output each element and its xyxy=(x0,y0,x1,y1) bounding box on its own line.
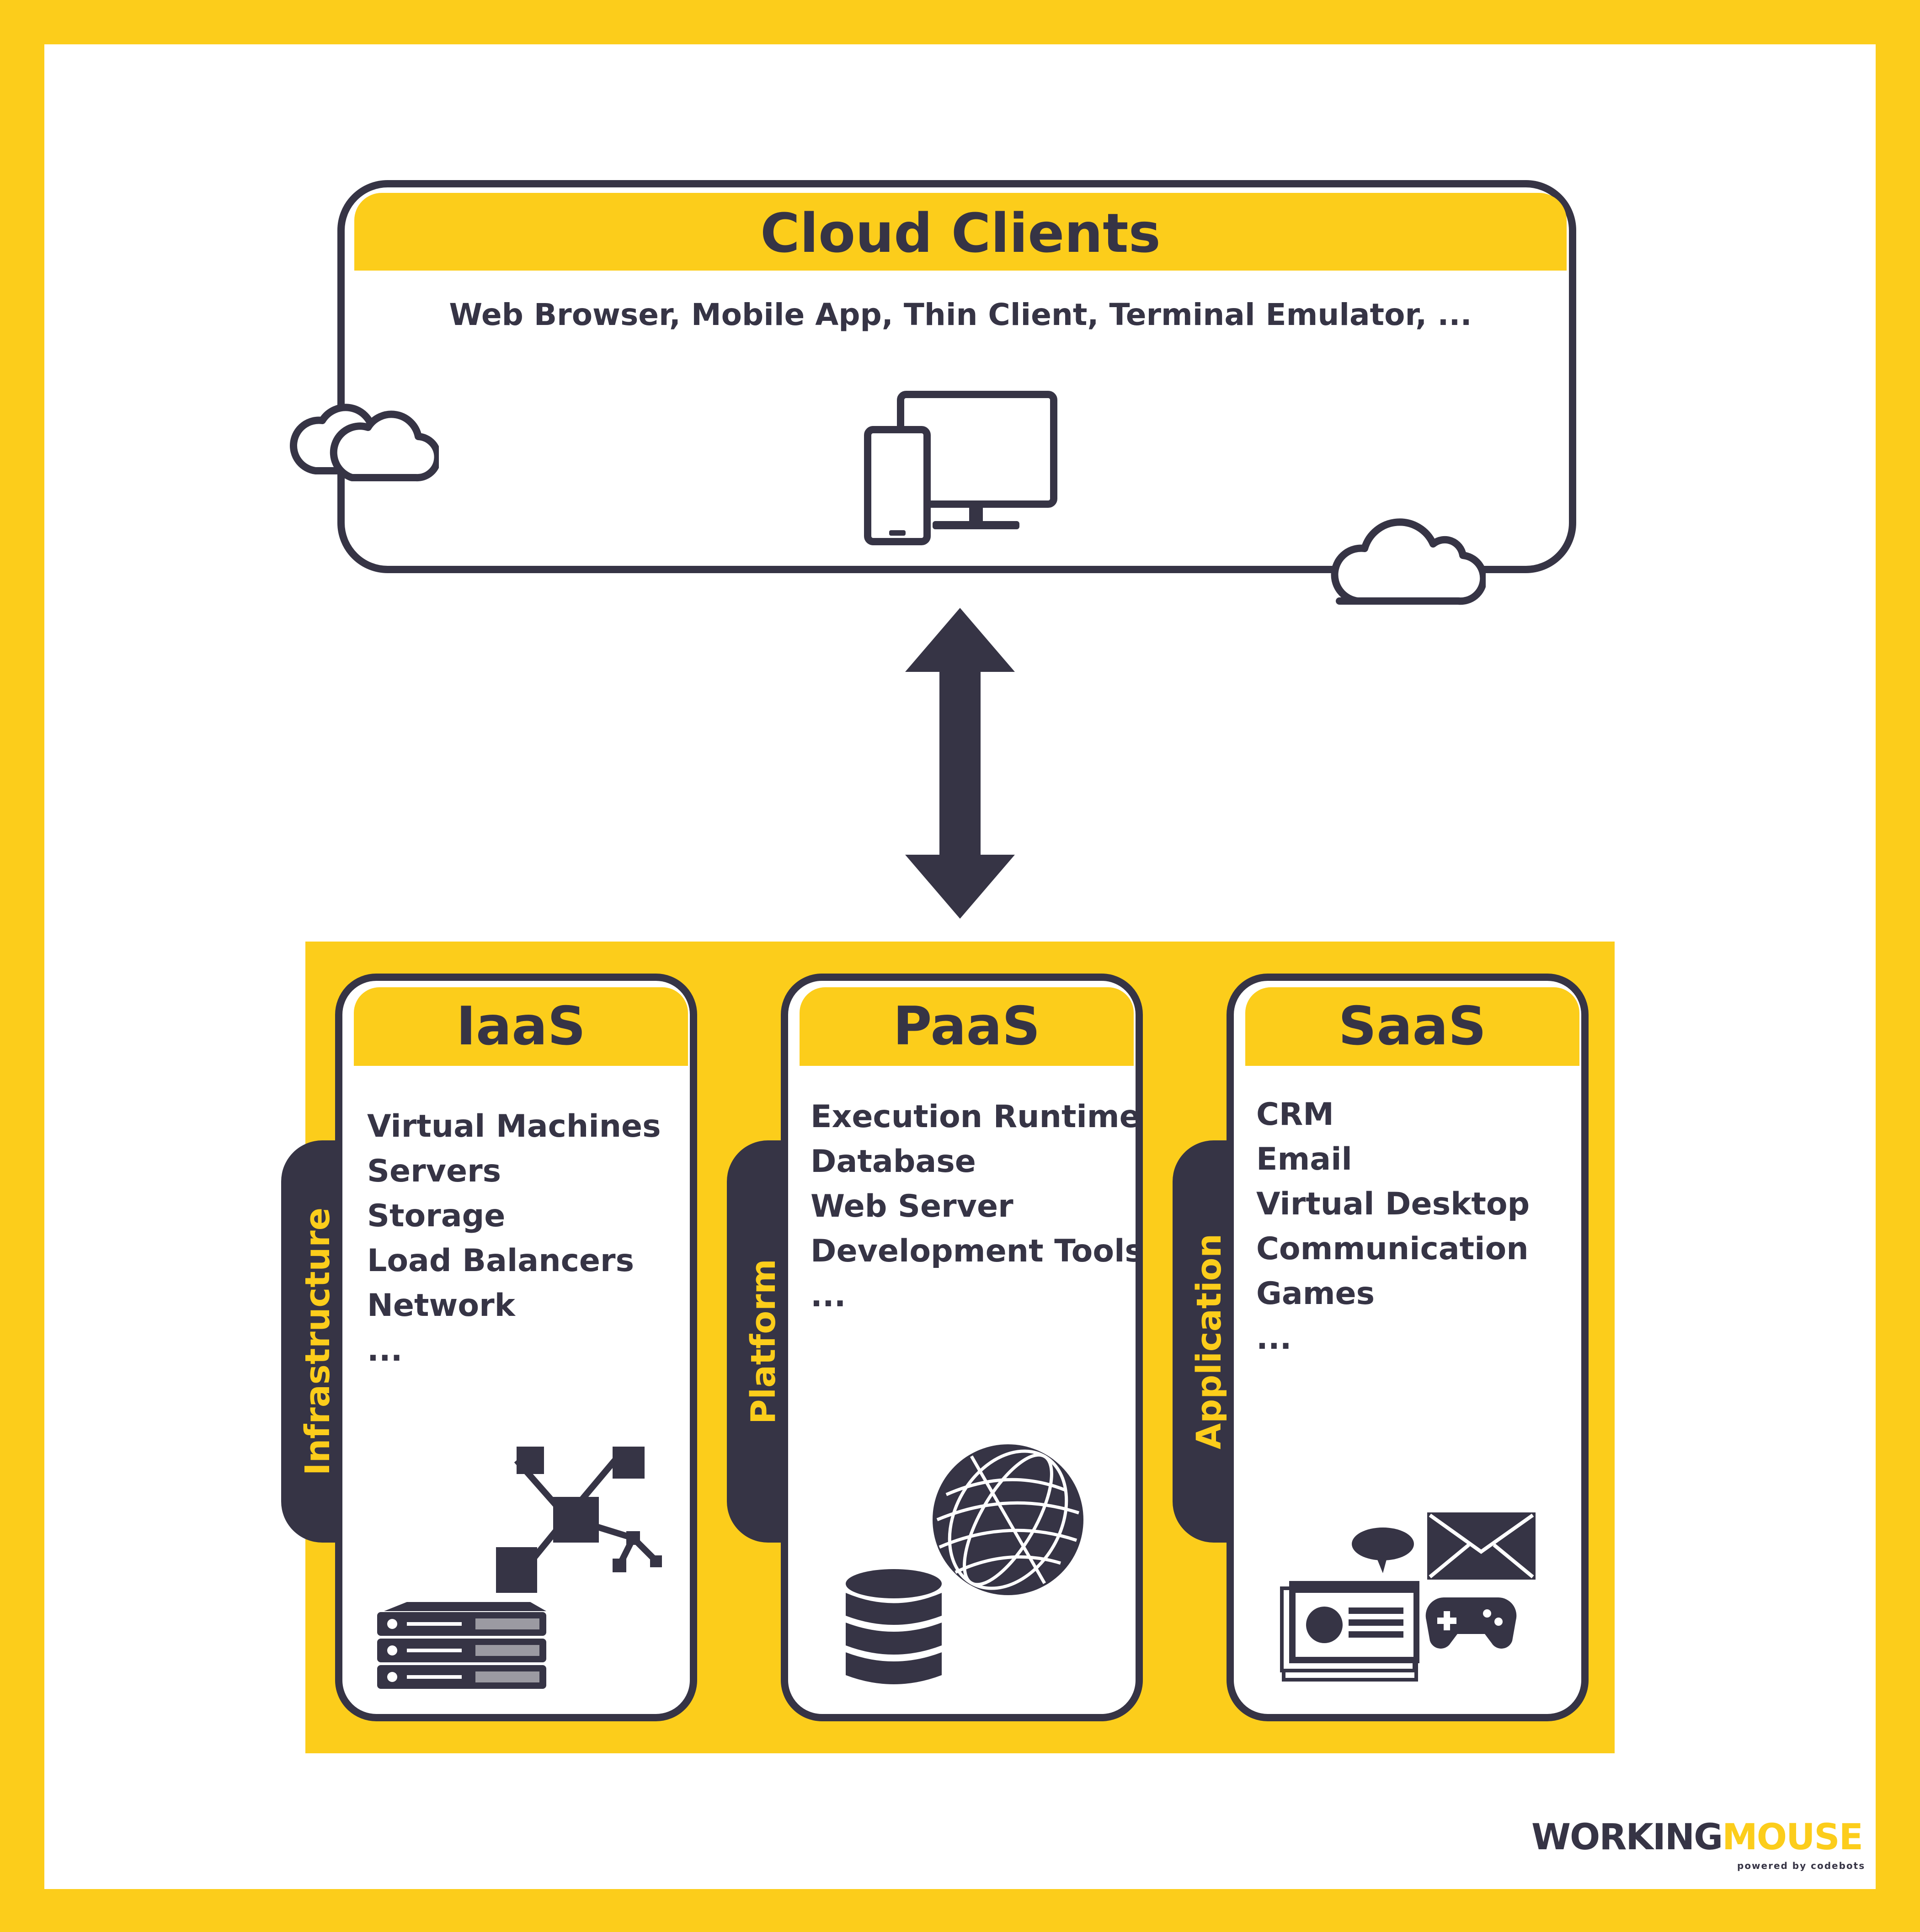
iaas-items: Virtual Machines Servers Storage Load Ba… xyxy=(367,1104,661,1373)
saas-header-band xyxy=(1245,987,1579,1066)
list-item: Database xyxy=(811,1144,976,1180)
database-icon xyxy=(846,1569,942,1684)
envelope-icon xyxy=(1427,1512,1536,1580)
paas-card xyxy=(781,974,1143,1721)
list-item: Execution Runtime xyxy=(811,1099,1141,1135)
tab-infrastructure xyxy=(281,1140,341,1543)
cloud-icon xyxy=(1331,518,1486,605)
globe-icon xyxy=(933,1444,1083,1595)
paas-header-band xyxy=(800,987,1134,1066)
chat-bubble-icon xyxy=(1352,1528,1414,1573)
list-item: Storage xyxy=(367,1198,506,1234)
iaas-card xyxy=(335,974,697,1721)
double-arrow-icon xyxy=(905,608,1015,919)
workingmouse-logo: WORKINGMOUSE xyxy=(1531,1817,1863,1858)
list-item: ... xyxy=(811,1278,846,1314)
gamepad-icon xyxy=(1425,1597,1517,1649)
saas-title: SaaS xyxy=(1338,995,1487,1057)
list-item: Load Balancers xyxy=(367,1243,635,1279)
cloud-clients-items: Web Browser, Mobile App, Thin Client, Te… xyxy=(449,297,1472,332)
tab-platform xyxy=(727,1140,786,1543)
list-item: Virtual Machines xyxy=(367,1108,661,1144)
list-item: Communication xyxy=(1256,1231,1529,1267)
tab-application xyxy=(1173,1140,1232,1543)
list-item: Network xyxy=(367,1288,515,1324)
logo-text-dark: WORKING xyxy=(1531,1817,1723,1858)
list-item: Servers xyxy=(367,1153,501,1189)
list-item: ... xyxy=(1256,1320,1292,1357)
server-rack-icon xyxy=(377,1602,546,1689)
cloud-clients-title: Cloud Clients xyxy=(760,202,1161,265)
list-item: ... xyxy=(367,1332,403,1368)
list-item: Web Server xyxy=(811,1188,1013,1224)
list-item: Email xyxy=(1256,1141,1352,1177)
paas-items: Execution Runtime Database Web Server De… xyxy=(811,1095,1143,1319)
list-item: Games xyxy=(1256,1276,1375,1312)
cloud-icon xyxy=(290,404,439,482)
logo-text-light: MOUSE xyxy=(1722,1817,1863,1858)
list-item: CRM xyxy=(1256,1096,1334,1133)
network-nodes-icon xyxy=(496,1447,662,1593)
paas-title: PaaS xyxy=(893,995,1040,1057)
cloud-clients-header-band xyxy=(354,193,1567,271)
iaas-title: IaaS xyxy=(456,995,586,1057)
list-item: Development Tools xyxy=(811,1233,1143,1269)
list-item: Virtual Desktop xyxy=(1256,1186,1530,1222)
saas-items: CRM Email Virtual Desktop Communication … xyxy=(1256,1092,1530,1361)
profile-card-icon xyxy=(1280,1581,1419,1682)
iaas-header-band xyxy=(354,987,688,1066)
devices-icon xyxy=(864,391,1057,545)
logo-tagline: powered by codebots xyxy=(1737,1860,1866,1871)
